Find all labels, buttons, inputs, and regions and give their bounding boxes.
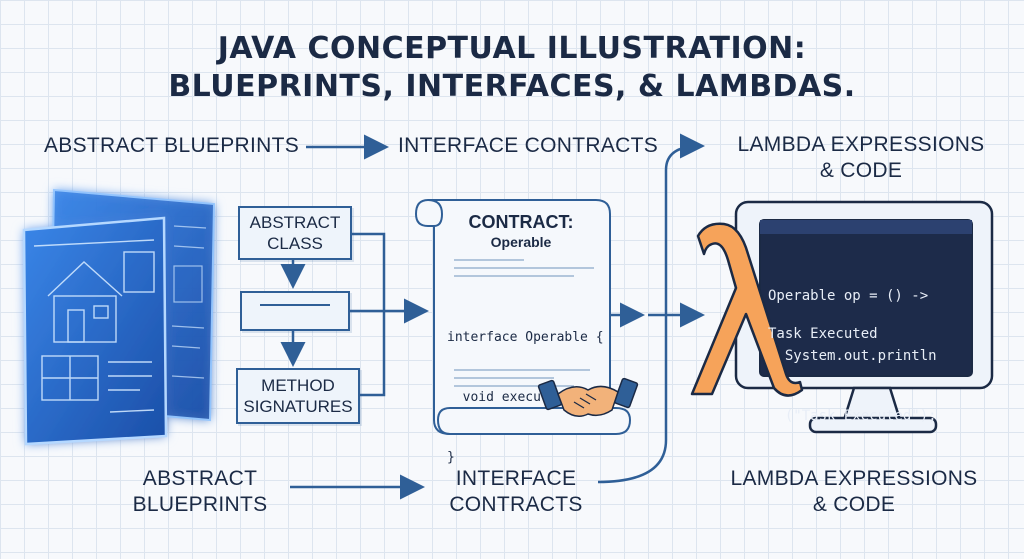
handshake-icon: [537, 377, 639, 417]
bottom-label-abstract: ABSTRACT BLUEPRINTS: [120, 466, 280, 518]
monitor-icon: [734, 200, 994, 434]
abstract-class-line2: CLASS: [267, 234, 323, 253]
bottom-label-lambda-line1: LAMBDA EXPRESSIONS: [730, 467, 978, 490]
bottom-label-interface-line2: CONTRACTS: [449, 493, 583, 516]
bottom-label-interface: INTERFACE CONTRACTS: [436, 466, 596, 518]
abstract-class-line1: ABSTRACT: [249, 213, 341, 232]
terminal-code: Operable op = () -> System.out.println (…: [768, 246, 937, 446]
title-line-1: JAVA CONCEPTUAL ILLUSTRATION:: [217, 31, 807, 66]
bottom-label-abstract-line1: ABSTRACT: [142, 467, 258, 490]
contract-title: CONTRACT:: [468, 212, 574, 232]
bottom-label-lambda: LAMBDA EXPRESSIONS & CODE: [716, 466, 992, 518]
top-label-lambda-line1: LAMBDA EXPRESSIONS: [737, 133, 985, 156]
middle-box: [240, 291, 350, 331]
title-line-2: BLUEPRINTS, INTERFACES, & LAMBDAS.: [168, 69, 856, 104]
arrow-interface-to-lambda: [597, 133, 705, 484]
blueprint-sheets-icon: [22, 188, 216, 446]
terminal-line3: ("Task Executed");: [768, 408, 937, 424]
page-title: JAVA CONCEPTUAL ILLUSTRATION: BLUEPRINTS…: [0, 30, 1024, 106]
method-signatures-line1: METHOD: [261, 376, 335, 395]
contract-code-line1: interface Operable {: [447, 330, 604, 345]
top-label-lambda-line2: & CODE: [819, 159, 903, 182]
top-label-abstract-blueprints: ABSTRACT BLUEPRINTS: [44, 134, 300, 157]
scroll-icon: [414, 199, 632, 435]
top-label-lambda: LAMBDA EXPRESSIONS & CODE: [726, 132, 996, 184]
terminal-line1: Operable op = () ->: [768, 288, 929, 304]
bottom-label-abstract-line2: BLUEPRINTS: [132, 493, 268, 516]
top-label-interface-contracts: INTERFACE CONTRACTS: [398, 134, 659, 157]
contract-code-line3: }: [447, 450, 455, 465]
terminal-line2: System.out.println: [768, 348, 937, 364]
lambda-icon: [690, 222, 804, 397]
terminal-output: Task Executed: [768, 326, 878, 342]
bracket-class: [352, 232, 386, 311]
method-signatures-box: METHOD SIGNATURES: [236, 368, 360, 424]
middle-box-line: [260, 304, 330, 306]
method-signatures-line2: SIGNATURES: [243, 397, 353, 416]
contract-name: Operable: [490, 234, 552, 250]
abstract-class-box: ABSTRACT CLASS: [238, 206, 352, 260]
bottom-label-interface-line1: INTERFACE: [455, 467, 577, 490]
bottom-label-lambda-line2: & CODE: [812, 493, 896, 516]
bracket-method: [360, 311, 386, 397]
